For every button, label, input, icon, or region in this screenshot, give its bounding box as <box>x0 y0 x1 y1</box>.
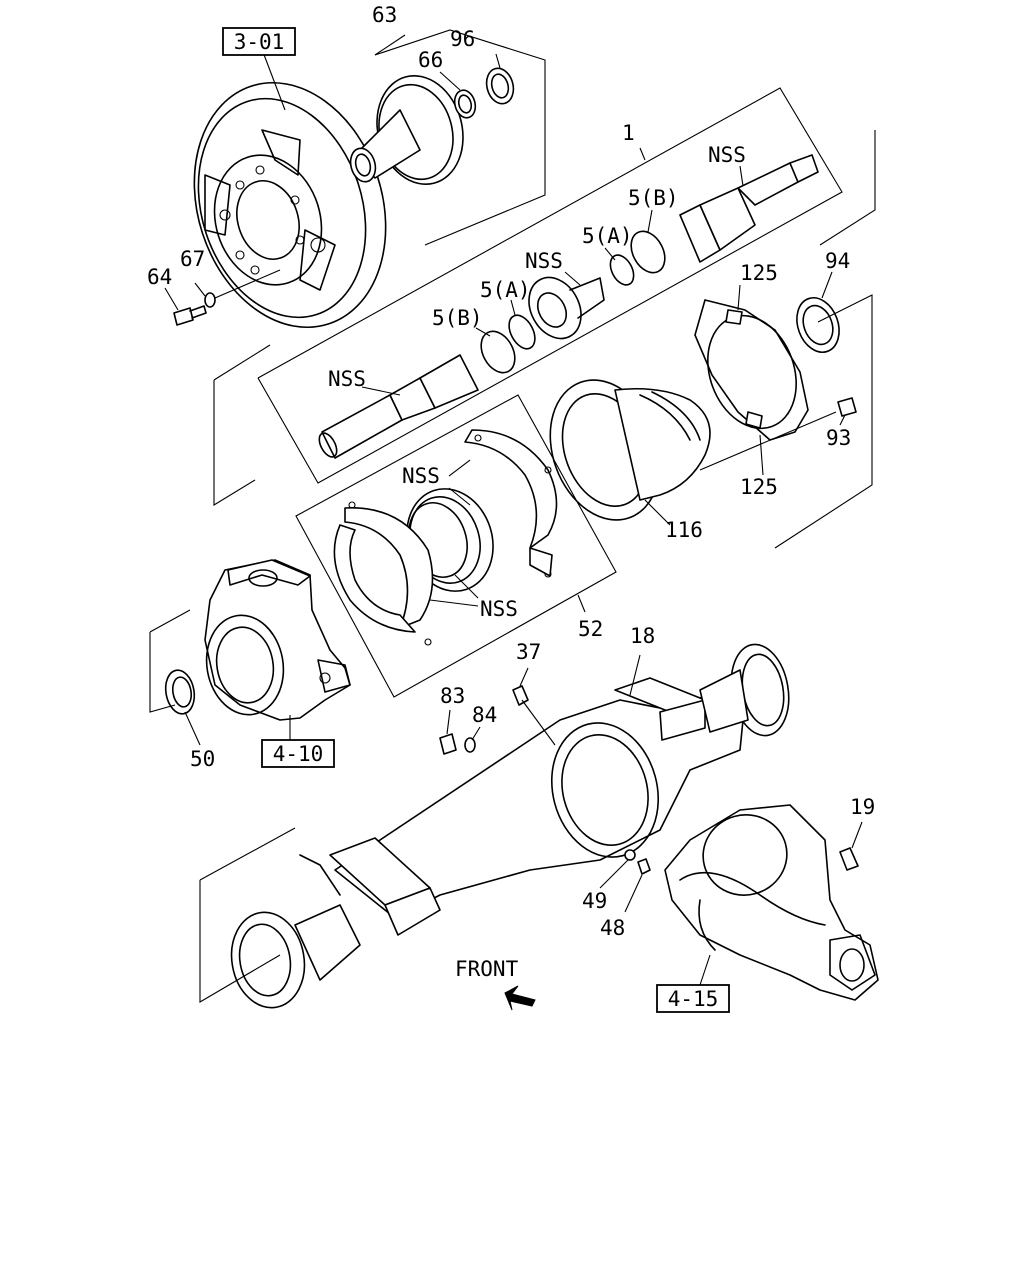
snap-ring-5b-mid <box>480 330 516 374</box>
label-19: 19 <box>850 795 875 819</box>
label-52: 52 <box>578 617 603 641</box>
label-48: 48 <box>600 916 625 940</box>
label-84: 84 <box>472 703 497 727</box>
label-nss-seal-bot: NSS <box>480 597 518 621</box>
seal-96 <box>485 67 515 105</box>
label-66: 66 <box>418 48 443 72</box>
seal-retainer-outer <box>464 429 558 578</box>
brake-backing-plate <box>193 81 387 329</box>
differential-carrier <box>664 804 879 1001</box>
wheel-hub-63 <box>349 74 464 186</box>
label-5a-top: 5(A) <box>582 224 633 248</box>
bolt-93 <box>699 397 857 471</box>
ref-label-4-10: 4-10 <box>273 742 324 766</box>
ref-box-4-15 <box>656 984 730 1013</box>
snap-ring-5a-mid <box>508 314 536 350</box>
label-96: 96 <box>450 27 475 51</box>
label-116: 116 <box>665 518 703 542</box>
label-125-bot: 125 <box>740 475 778 499</box>
ref-label-4-15: 4-15 <box>668 987 719 1011</box>
label-64: 64 <box>147 265 172 289</box>
label-5b-top: 5(B) <box>628 186 679 210</box>
label-1: 1 <box>622 121 635 145</box>
washer-49 <box>624 849 636 861</box>
label-5b-mid: 5(B) <box>432 306 483 330</box>
hub-end-left <box>230 854 361 1009</box>
leader-lines <box>164 34 863 986</box>
label-125-top: 125 <box>740 261 778 285</box>
snap-ring-5a-top <box>609 254 635 286</box>
seal-retainer-inner <box>333 501 434 646</box>
nut-48 <box>637 858 651 875</box>
axle-shaft-lower <box>318 354 479 459</box>
washer-67 <box>204 292 216 308</box>
label-nss-mid: NSS <box>525 249 563 273</box>
hub-end-right <box>699 643 790 737</box>
ref-box-3-01 <box>222 27 296 56</box>
label-67: 67 <box>180 247 205 271</box>
label-18: 18 <box>630 624 655 648</box>
snap-ring-5b-top <box>630 230 666 274</box>
bolt-19 <box>839 847 859 871</box>
differential-side-gear <box>528 276 605 340</box>
oil-seal-50 <box>164 669 196 715</box>
label-49: 49 <box>582 889 607 913</box>
axle-housing-18 <box>329 677 746 936</box>
breather-37 <box>512 685 529 706</box>
ref-label-3-01: 3-01 <box>234 30 285 54</box>
label-37: 37 <box>516 640 541 664</box>
front-arrow-icon <box>504 985 536 1011</box>
label-nss-seal-top: NSS <box>402 464 440 488</box>
boot-116 <box>549 379 711 521</box>
label-nss-shaft: NSS <box>328 367 366 391</box>
label-50: 50 <box>190 747 215 771</box>
washer-84 <box>464 737 476 753</box>
label-63: 63 <box>372 3 397 27</box>
oil-seal-94 <box>796 297 840 353</box>
knuckle-housing <box>204 559 351 721</box>
label-94: 94 <box>825 249 850 273</box>
label-93: 93 <box>826 426 851 450</box>
label-front: FRONT <box>455 957 519 981</box>
bolt-83 <box>439 733 457 755</box>
label-nss-top: NSS <box>708 143 746 167</box>
flange-plate-125 <box>694 299 809 441</box>
label-83: 83 <box>440 684 465 708</box>
axle-shaft-upper <box>679 154 819 263</box>
label-5a-mid: 5(A) <box>480 278 531 302</box>
ref-box-4-10 <box>261 739 335 768</box>
bolt-64 <box>173 305 207 326</box>
